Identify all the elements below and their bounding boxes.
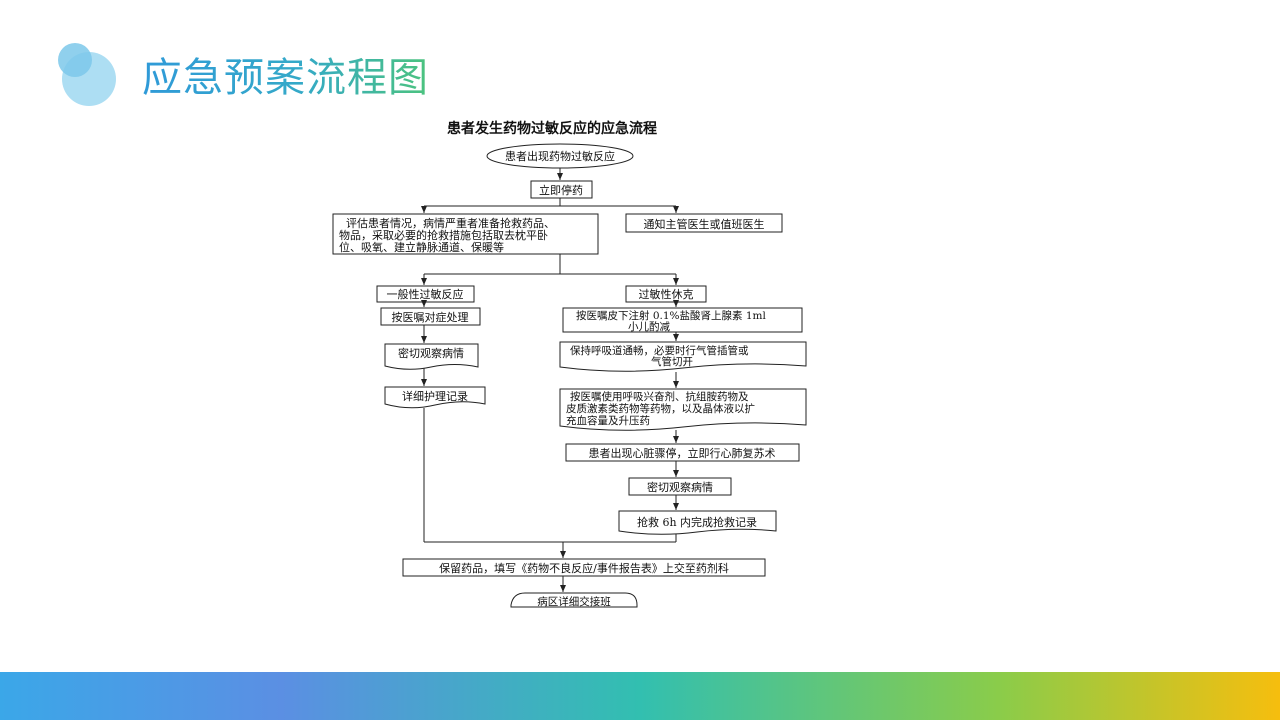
assess-line-2: 物品，采取必要的抢救措施包括取去枕平卧	[339, 228, 548, 242]
anaphylactic-shock-node: 过敏性休克	[625, 285, 707, 303]
general-step-1-label: 按医嘱对症处理	[392, 310, 469, 324]
keep-drug-report-label: 保留药品，填写《药物不良反应/事件报告表》上交至药剂科	[439, 561, 729, 575]
shock-step-2-line-2: 气管切开	[651, 355, 693, 368]
flowchart-title: 患者发生药物过敏反应的应急流程	[447, 120, 657, 137]
general-step-3-node: 详细护理记录	[384, 386, 486, 409]
shock-step-1-line-1: 按医嘱皮下注射 0.1%盐酸肾上腺素 1ml	[576, 309, 766, 322]
bottom-gradient-bar	[0, 672, 1280, 720]
shock-step-6-node: 抢救 6h 内完成抢救记录	[618, 510, 777, 535]
shock-step-5-label: 密切观察病情	[647, 480, 713, 494]
shock-step-3-line-2: 皮质激素类药物等药物，以及晶体液以扩	[566, 402, 755, 415]
general-step-2-node: 密切观察病情	[384, 343, 479, 370]
notify-doctor-node: 通知主管医生或值班医生	[625, 213, 783, 233]
general-step-1-node: 按医嘱对症处理	[380, 307, 481, 326]
general-allergy-label: 一般性过敏反应	[387, 287, 464, 301]
flowchart-diagram: 患者发生药物过敏反应的应急流程 患者出现药物过敏反应 立即停药 评估患者情况，病…	[332, 120, 807, 608]
shock-step-2-node: 保持呼吸道通畅，必要时行气管插管或 气管切开	[559, 341, 807, 372]
assess-line-1: 评估患者情况，病情严重者准备抢救药品、	[346, 216, 555, 230]
general-step-2-label: 密切观察病情	[398, 346, 464, 360]
anaphylactic-shock-label: 过敏性休克	[639, 287, 694, 301]
shock-step-3-line-3: 充血容量及升压药	[566, 414, 650, 427]
shock-step-1-line-2: 小儿酌减	[628, 320, 670, 333]
shock-step-4-node: 患者出现心脏骤停，立即行心肺复苏术	[565, 443, 800, 462]
stop-drug-node: 立即停药	[530, 180, 593, 199]
keep-drug-report-node: 保留药品，填写《药物不良反应/事件报告表》上交至药剂科	[402, 558, 766, 577]
shock-step-6-label: 抢救 6h 内完成抢救记录	[637, 515, 757, 529]
shock-step-3-line-1: 按医嘱使用呼吸兴奋剂、抗组胺药物及	[570, 390, 749, 403]
handover-node: 病区详细交接班	[510, 592, 638, 608]
page-title: 应急预案流程图	[142, 52, 429, 104]
shock-step-5-node: 密切观察病情	[628, 477, 732, 496]
shock-step-1-node: 按医嘱皮下注射 0.1%盐酸肾上腺素 1ml 小儿酌减	[562, 307, 803, 333]
start-label: 患者出现药物过敏反应	[505, 149, 615, 163]
assess-line-3: 位、吸氧、建立静脉通道、保暖等	[339, 240, 504, 254]
stop-drug-label: 立即停药	[539, 183, 583, 197]
decorative-circle-small	[58, 43, 92, 77]
general-allergy-node: 一般性过敏反应	[376, 285, 475, 303]
shock-step-3-node: 按医嘱使用呼吸兴奋剂、抗组胺药物及 皮质激素类药物等药物，以及晶体液以扩 充血容…	[559, 388, 807, 431]
handover-label: 病区详细交接班	[537, 595, 611, 608]
shock-step-2-line-1: 保持呼吸道通畅，必要时行气管插管或	[570, 344, 749, 357]
general-step-3-label: 详细护理记录	[402, 389, 468, 403]
start-node: 患者出现药物过敏反应	[486, 143, 634, 169]
assess-node: 评估患者情况，病情严重者准备抢救药品、 物品，采取必要的抢救措施包括取去枕平卧 …	[332, 213, 599, 255]
notify-doctor-label: 通知主管医生或值班医生	[644, 217, 765, 231]
shock-step-4-label: 患者出现心脏骤停，立即行心肺复苏术	[589, 446, 776, 460]
